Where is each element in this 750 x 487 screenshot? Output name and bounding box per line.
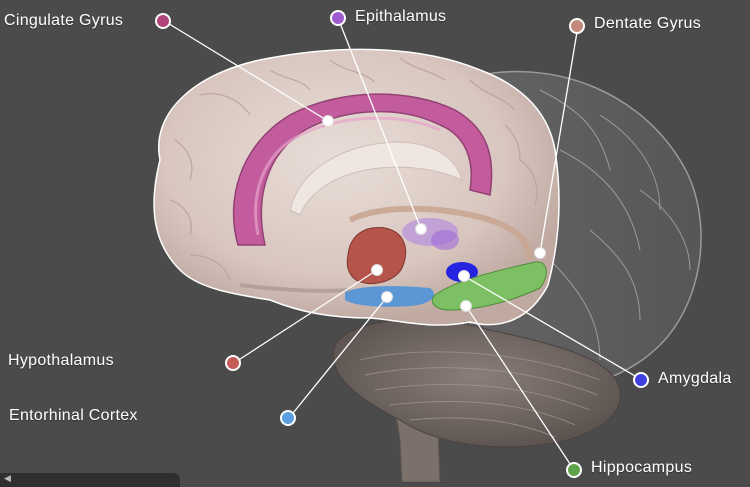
- hypothalamus-anchor[interactable]: [371, 264, 383, 276]
- entorhinal-cortex-label[interactable]: Entorhinal Cortex: [9, 407, 138, 425]
- cingulate-gyrus-anchor[interactable]: [322, 115, 334, 127]
- epithalamus-anchor[interactable]: [415, 223, 427, 235]
- dentate-gyrus-anchor[interactable]: [534, 247, 546, 259]
- cingulate-gyrus-dot[interactable]: [155, 13, 171, 29]
- dentate-gyrus-label[interactable]: Dentate Gyrus: [594, 15, 701, 33]
- epithalamus-label[interactable]: Epithalamus: [355, 8, 446, 26]
- hypothalamus-dot[interactable]: [225, 355, 241, 371]
- bottom-control-bar[interactable]: ◀: [0, 473, 180, 487]
- dentate-gyrus-dot[interactable]: [569, 18, 585, 34]
- hippocampus-dot[interactable]: [566, 462, 582, 478]
- amygdala-label[interactable]: Amygdala: [658, 370, 732, 388]
- hypothalamus-label[interactable]: Hypothalamus: [8, 352, 114, 370]
- entorhinal-cortex-dot[interactable]: [280, 410, 296, 426]
- amygdala-dot[interactable]: [633, 372, 649, 388]
- epithalamus-dot[interactable]: [330, 10, 346, 26]
- cingulate-gyrus-label[interactable]: Cingulate Gyrus: [4, 12, 123, 30]
- hippocampus-label[interactable]: Hippocampus: [591, 459, 692, 477]
- amygdala-anchor[interactable]: [458, 270, 470, 282]
- hippocampus-anchor[interactable]: [460, 300, 472, 312]
- entorhinal-cortex-anchor[interactable]: [381, 291, 393, 303]
